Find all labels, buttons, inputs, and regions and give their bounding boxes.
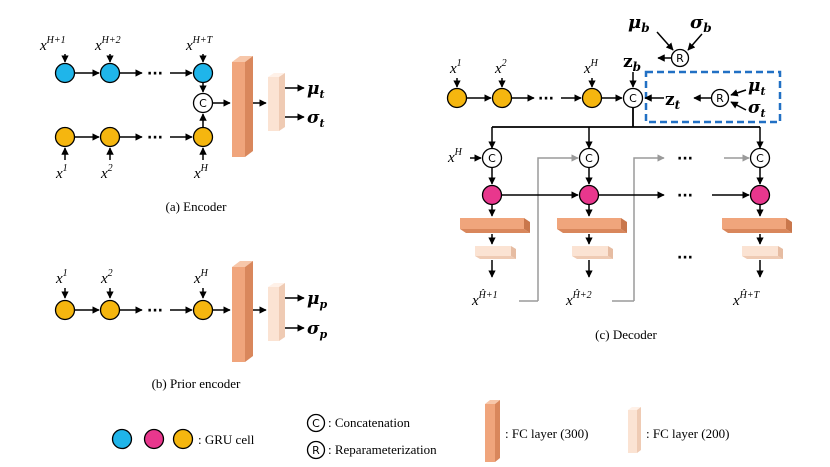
enc-gru-blue-1	[54, 62, 76, 84]
dec-sigma-b: σb	[690, 12, 712, 35]
legend-gru-blue	[111, 428, 133, 450]
legend-fc300-label: : FC layer (300)	[505, 426, 588, 441]
dec-output-1: xĤ+1	[471, 289, 498, 309]
prior-encoder: x1 x2 xH ··· μp σp (b) Prior encoder	[54, 261, 328, 391]
dec-mu-b: μb	[628, 12, 650, 35]
dec-gru-pink-2	[578, 184, 600, 206]
dec-fc300-2	[557, 218, 627, 233]
enc-concat	[192, 92, 214, 114]
prior-fc300	[232, 267, 245, 362]
prior-ellipsis: ···	[147, 303, 163, 319]
dec-fc300-1	[460, 218, 530, 233]
prior-gru-1	[54, 299, 76, 321]
legend-gru-yellow	[172, 428, 194, 450]
dec-reparam-t-letter: R	[716, 92, 724, 105]
enc-bottom-ellipsis: ···	[147, 130, 163, 146]
dec-gru-pink-1	[481, 184, 503, 206]
legend-fc200-icon	[628, 407, 641, 453]
legend-reparam-label: : Reparameterization	[328, 442, 437, 457]
enc-top-label-3: xH+T	[185, 35, 214, 54]
dec-fc-ellipsis: ···	[677, 250, 693, 266]
dec-mu-t: μt	[748, 76, 766, 98]
dec-top-concat	[622, 87, 644, 109]
legend-concat-icon	[306, 413, 326, 433]
dec-gru-yellow-2	[491, 87, 513, 109]
dec-reparam-t	[710, 88, 730, 108]
enc-gru-yellow-3	[192, 126, 214, 148]
dec-step-concat-1-letter: C	[488, 152, 496, 165]
enc-caption: (a) Encoder	[166, 199, 228, 214]
dec-top-ellipsis: ···	[538, 91, 554, 107]
dec-fc200-2	[572, 246, 613, 259]
legend-concat-letter: C	[312, 417, 320, 430]
dec-input-label-2: x2	[494, 58, 507, 77]
dec-fc200-3	[742, 246, 783, 259]
prior-out-sigma: σp	[307, 319, 328, 341]
prior-caption: (b) Prior encoder	[152, 376, 241, 391]
prior-out-mu: μp	[307, 289, 327, 311]
dec-gru-pink-3	[749, 184, 771, 206]
decoder: μb σb R zb x1 x2 xH ··· C zt R μt	[446, 12, 792, 342]
prior-label-2: x2	[100, 268, 113, 287]
legend: : GRU cell C : Concatenation R : Reparam…	[111, 400, 729, 462]
dec-step-concat-2	[578, 147, 600, 169]
prior-label-3: xH	[193, 268, 209, 287]
dec-pink-ellipsis: ···	[677, 188, 693, 204]
dec-step-concat-1	[481, 147, 503, 169]
prior-gru-2	[99, 299, 121, 321]
enc-fc300	[232, 62, 245, 157]
enc-out-mu: μt	[307, 79, 325, 101]
dec-step-concat-3-letter: C	[756, 152, 764, 165]
dec-fc200-1	[475, 246, 516, 259]
dec-top-concat-letter: C	[629, 92, 637, 105]
dec-step-concat-2-letter: C	[585, 152, 593, 165]
dec-output-2: xĤ+2	[565, 289, 592, 309]
dec-input-label-1: x1	[449, 58, 462, 77]
legend-reparam-letter: R	[312, 444, 320, 457]
dec-sigma-t: σt	[748, 98, 766, 120]
dec-z-b: zb	[623, 52, 641, 74]
enc-out-sigma: σt	[307, 108, 325, 130]
legend-fc300-icon	[485, 400, 500, 462]
dec-gru-yellow-3	[581, 87, 603, 109]
enc-bottom-label-1: x1	[55, 163, 68, 182]
legend-gru-label: : GRU cell	[198, 432, 255, 447]
dec-step-input: xH	[447, 147, 463, 166]
enc-gru-blue-3	[192, 62, 214, 84]
legend-fc200-label: : FC layer (200)	[646, 426, 729, 441]
enc-gru-yellow-1	[54, 126, 76, 148]
enc-fc200	[268, 77, 279, 131]
dec-reparam-b	[670, 48, 690, 68]
legend-reparam-icon	[306, 440, 326, 460]
dec-step-concat-3	[749, 147, 771, 169]
dec-concat-ellipsis: ···	[677, 151, 693, 167]
enc-gru-yellow-2	[99, 126, 121, 148]
prior-label-1: x1	[55, 268, 68, 287]
enc-top-label-1: xH+1	[39, 35, 66, 54]
dec-output-3: xĤ+T	[732, 289, 761, 309]
encoder: xH+1 xH+2 xH+T ··· C ··· x1 x2	[39, 35, 325, 214]
legend-gru-pink	[143, 428, 165, 450]
dec-input-label-3: xH	[583, 58, 599, 77]
legend-concat-label: : Concatenation	[328, 415, 410, 430]
prior-gru-3	[192, 299, 214, 321]
prior-fc200	[268, 287, 279, 341]
dec-caption: (c) Decoder	[595, 327, 657, 342]
dec-gru-yellow-1	[446, 87, 468, 109]
dec-z-t: zt	[665, 90, 681, 112]
enc-bottom-label-3: xH	[193, 163, 209, 182]
enc-bottom-label-2: x2	[100, 163, 113, 182]
enc-top-ellipsis: ···	[147, 66, 163, 82]
dec-fc300-3	[722, 218, 792, 233]
dec-reparam-b-letter: R	[676, 52, 684, 65]
enc-gru-blue-2	[99, 62, 121, 84]
enc-concat-letter: C	[199, 97, 207, 110]
enc-top-label-2: xH+2	[94, 35, 121, 54]
